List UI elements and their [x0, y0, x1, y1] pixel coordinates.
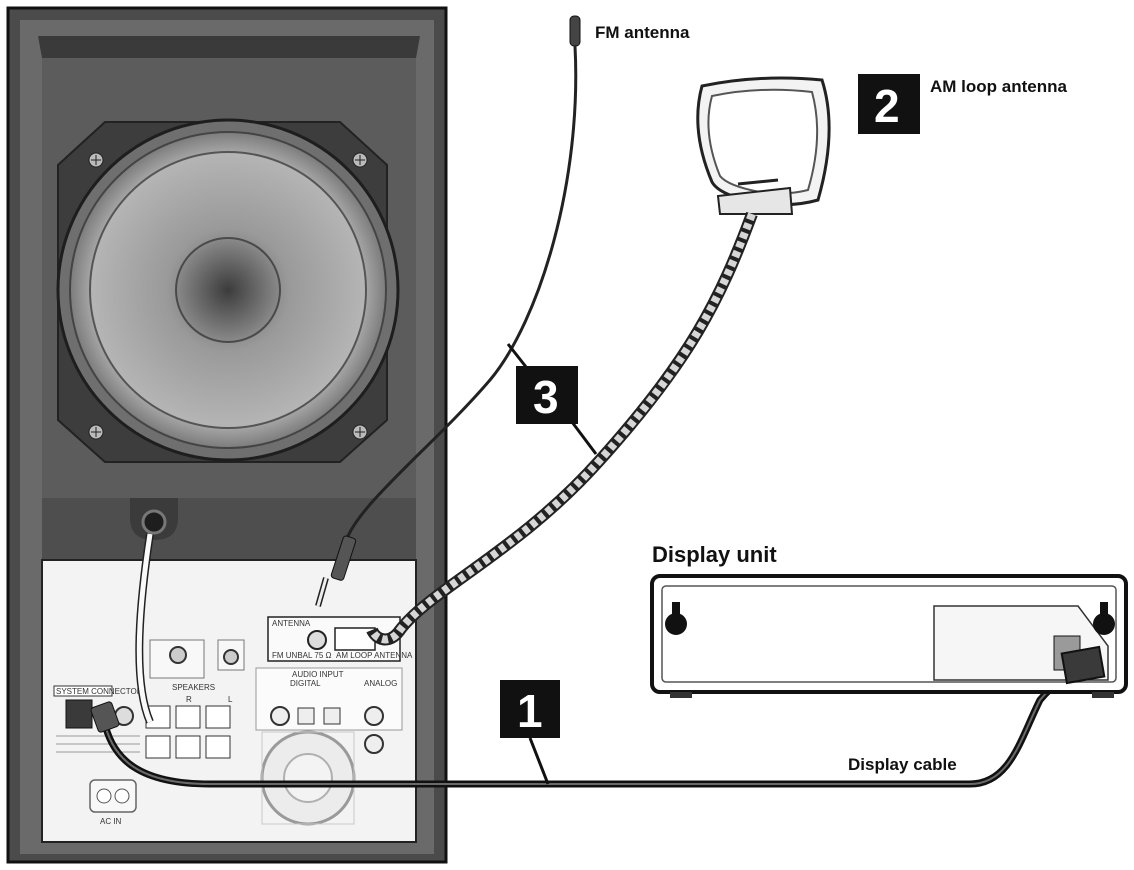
- woofer-driver: [56, 118, 400, 462]
- display-unit-label: Display unit: [652, 542, 777, 567]
- screw-icon: [88, 152, 368, 440]
- audio-input-label: AUDIO INPUT: [292, 670, 344, 679]
- step-number-2: 2: [874, 80, 900, 132]
- analog-label: ANALOG: [364, 679, 397, 688]
- step-number-1: 1: [517, 685, 543, 737]
- speaker-terminals: SPEAKERS R L: [145, 683, 233, 759]
- audio-input-block: AUDIO INPUT DIGITAL ANALOG: [255, 667, 403, 754]
- aux-jacks: [149, 639, 245, 679]
- ch-l-label: L: [228, 695, 233, 704]
- speakers-label: SPEAKERS: [172, 683, 215, 692]
- ac-in-label: AC IN: [100, 817, 122, 826]
- step-badge-2: 2: [858, 74, 920, 134]
- fm-antenna: [315, 15, 581, 607]
- step-number-3: 3: [533, 371, 559, 423]
- system-connector-label: SYSTEM CONNECTOR: [56, 687, 143, 696]
- fm-antenna-label: FM antenna: [595, 23, 690, 42]
- rear-connection-panel: AC IN SYSTEM CONNECTOR SPEAKERS R L: [41, 559, 417, 843]
- step-badge-3: 3: [516, 366, 578, 424]
- ch-r-label: R: [186, 695, 192, 704]
- fm-unbal-label: FM UNBAL 75 Ω: [272, 651, 331, 660]
- system-connector-port: SYSTEM CONNECTOR: [53, 685, 143, 753]
- fm-jack: [307, 630, 327, 650]
- display-cable-label: Display cable: [848, 755, 957, 774]
- digital-label: DIGITAL: [290, 679, 321, 688]
- antenna-label: ANTENNA: [272, 619, 311, 628]
- display-unit: [650, 574, 1128, 698]
- step-badge-1: 1: [500, 680, 560, 738]
- am-loop-antenna-label: AM loop antenna: [930, 77, 1067, 96]
- am-loop-antenna: [366, 76, 831, 646]
- ac-inlet: AC IN: [89, 779, 137, 826]
- bass-port: [141, 509, 167, 535]
- am-loop-label: AM LOOP ANTENNA: [336, 651, 413, 660]
